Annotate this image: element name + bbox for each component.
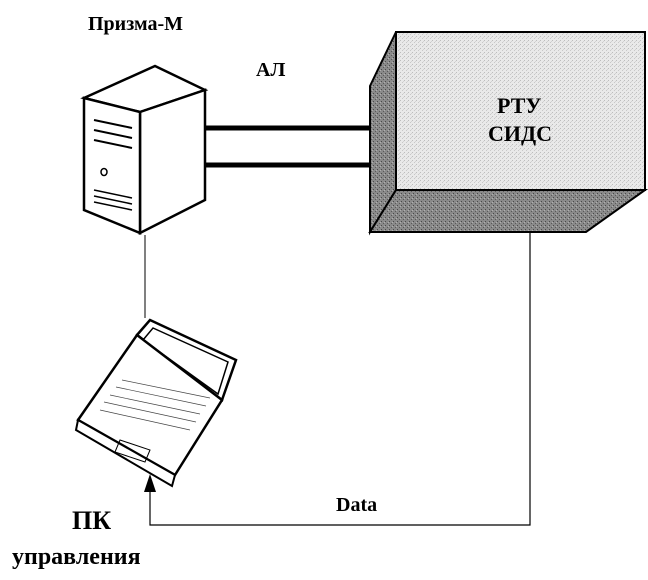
al-link-lines <box>205 125 372 168</box>
data-arrowhead <box>144 474 156 492</box>
rtu-label-line2: СИДС <box>488 121 553 146</box>
server-label: Призма-М <box>88 13 183 35</box>
data-connector <box>149 232 531 526</box>
server-icon <box>80 64 209 236</box>
pc-label-line1: ПК <box>72 506 112 535</box>
rtu-label-line1: РТУ <box>497 93 542 118</box>
data-label: Data <box>336 494 378 516</box>
pc-label-line2: управления <box>12 544 141 570</box>
laptop-icon <box>74 318 238 488</box>
link-label: АЛ <box>256 59 286 81</box>
rtu-box <box>368 31 648 236</box>
